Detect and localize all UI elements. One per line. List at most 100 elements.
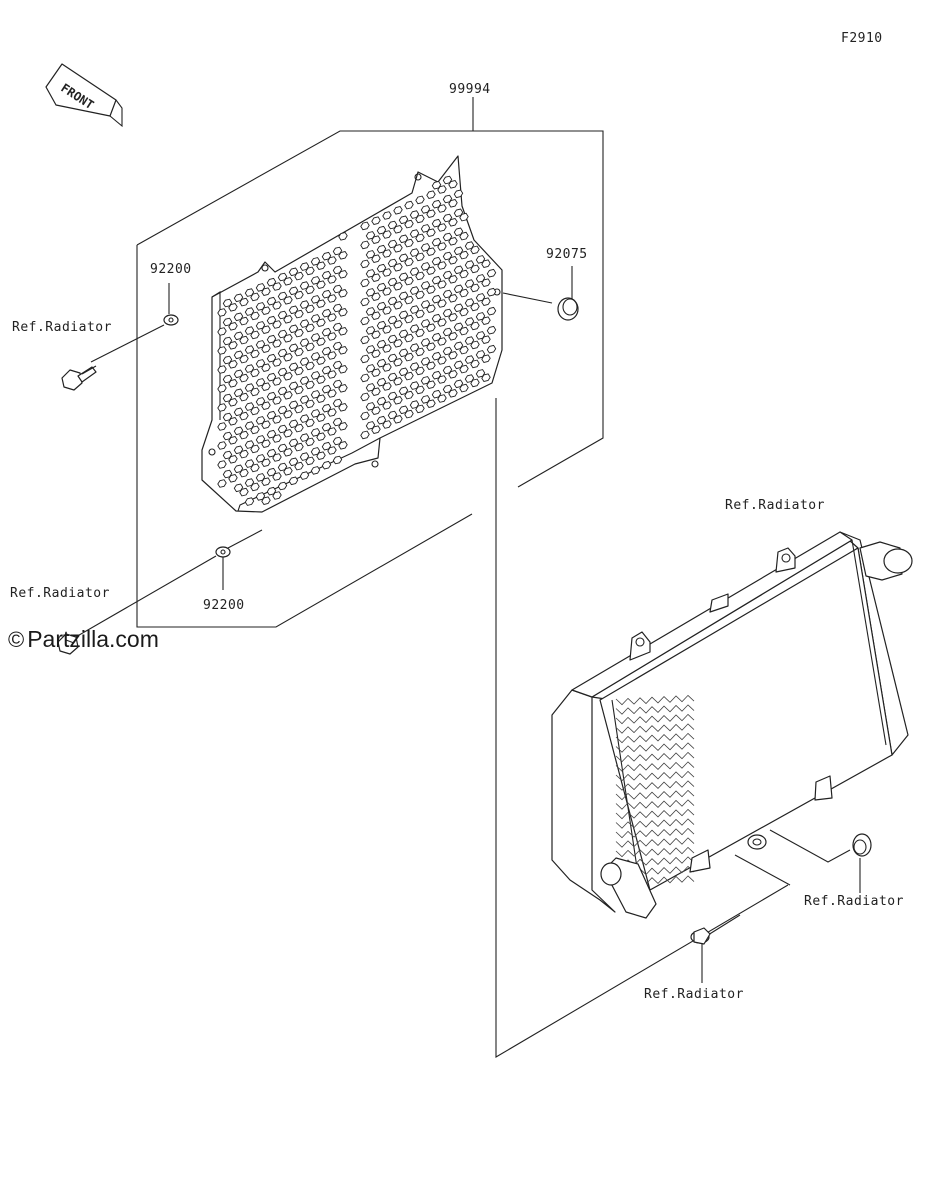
mesh-cell xyxy=(327,408,337,417)
mesh-cell xyxy=(376,358,387,368)
mesh-cell xyxy=(453,265,464,275)
mesh-cell xyxy=(299,281,310,290)
bolt-upper xyxy=(61,365,97,391)
mesh-cell xyxy=(239,468,249,478)
mesh-cell xyxy=(470,378,480,388)
mesh-cell xyxy=(437,356,447,365)
mesh-cell xyxy=(393,357,403,367)
mesh-cell xyxy=(387,391,398,401)
mesh-cell xyxy=(305,304,315,314)
mesh-cell xyxy=(316,261,326,271)
mesh-cell xyxy=(376,263,387,273)
mesh-cell xyxy=(233,388,244,398)
mesh-cell xyxy=(371,311,381,321)
mesh-cell xyxy=(266,372,277,382)
mesh-cell xyxy=(481,297,491,307)
mesh-cell xyxy=(371,406,381,416)
mesh-cell xyxy=(299,357,310,366)
mesh-cell xyxy=(283,371,293,381)
mesh-cell xyxy=(453,189,464,199)
mesh-cell xyxy=(382,287,392,296)
mesh-cell xyxy=(310,257,321,266)
copyright-icon: © xyxy=(8,627,25,652)
mesh-cell xyxy=(305,380,315,390)
mesh-cell xyxy=(294,328,304,338)
mesh-cell xyxy=(338,345,348,355)
radiator-grommet-right xyxy=(852,833,872,857)
mesh-cell xyxy=(316,337,326,347)
mesh-cell xyxy=(387,353,398,363)
mesh-cell xyxy=(239,411,249,421)
mesh-cell xyxy=(415,347,425,357)
mesh-cell xyxy=(233,293,244,303)
mesh-cell xyxy=(409,305,420,314)
mesh-cell xyxy=(244,383,255,392)
mesh-cell xyxy=(305,437,315,447)
mesh-cell xyxy=(316,375,326,385)
mesh-cell xyxy=(486,306,497,316)
mesh-cell xyxy=(272,358,282,367)
mesh-cell xyxy=(228,435,238,445)
mesh-cell xyxy=(409,248,420,257)
mesh-cell xyxy=(426,190,436,200)
mesh-cell xyxy=(453,246,464,256)
mesh-cell xyxy=(239,335,249,345)
mesh-cell xyxy=(266,486,277,496)
mesh-cell xyxy=(448,217,458,227)
mesh-cell xyxy=(486,287,497,297)
mesh-cell xyxy=(420,376,431,385)
mesh-cell xyxy=(288,476,299,486)
mesh-cell xyxy=(316,451,326,461)
mesh-cell xyxy=(266,429,277,439)
mesh-cell xyxy=(448,331,458,341)
mesh-cell xyxy=(360,221,370,231)
mesh-cell xyxy=(437,375,447,384)
mesh-cell xyxy=(442,327,453,337)
mesh-cell xyxy=(415,385,425,395)
ref-radiator-bottom: Ref.Radiator xyxy=(644,987,744,1002)
mesh-cell xyxy=(288,305,299,315)
fin-row xyxy=(615,704,695,715)
mesh-cell xyxy=(239,316,249,326)
mesh-cell xyxy=(415,328,425,338)
mesh-cell xyxy=(437,185,447,194)
mesh-cell xyxy=(404,371,414,381)
mesh-cell xyxy=(393,395,403,405)
mesh-cell xyxy=(426,304,436,314)
mesh-cell xyxy=(305,399,315,409)
mesh-cell xyxy=(387,258,398,268)
mesh-cell xyxy=(228,454,238,464)
mesh-cell xyxy=(393,205,403,215)
mesh-cell xyxy=(222,336,233,346)
mesh-cell xyxy=(327,446,337,455)
mesh-cell xyxy=(277,386,288,396)
mesh-cell xyxy=(299,452,310,461)
mesh-cell xyxy=(244,421,255,430)
mesh-cell xyxy=(442,384,453,394)
diagram-code: F2910 xyxy=(841,31,883,46)
mesh-cell xyxy=(217,365,227,374)
mesh-cell xyxy=(437,261,447,270)
mesh-cell xyxy=(327,351,337,360)
mesh-cell xyxy=(283,447,293,457)
mesh-cell xyxy=(288,267,299,277)
mesh-cell xyxy=(404,333,414,343)
mesh-cell xyxy=(283,466,293,476)
mesh-cell xyxy=(431,218,442,228)
mesh-cell xyxy=(233,331,244,341)
mesh-cell xyxy=(338,288,348,298)
mesh-cell xyxy=(426,399,436,409)
mesh-cell xyxy=(222,431,233,441)
mesh-cell xyxy=(250,368,260,378)
mesh-cell xyxy=(360,240,370,250)
mesh-cell xyxy=(288,362,299,372)
mesh-cell xyxy=(332,360,343,370)
ref-radiator-bolt-lower: Ref.Radiator xyxy=(10,586,110,601)
mesh-cell xyxy=(338,383,348,393)
mesh-cell xyxy=(481,373,491,383)
mesh-cell xyxy=(250,349,260,359)
mesh-cell xyxy=(387,334,398,344)
mesh-cell xyxy=(382,249,392,258)
mesh-cell xyxy=(228,416,238,426)
mesh-cell xyxy=(360,316,370,326)
